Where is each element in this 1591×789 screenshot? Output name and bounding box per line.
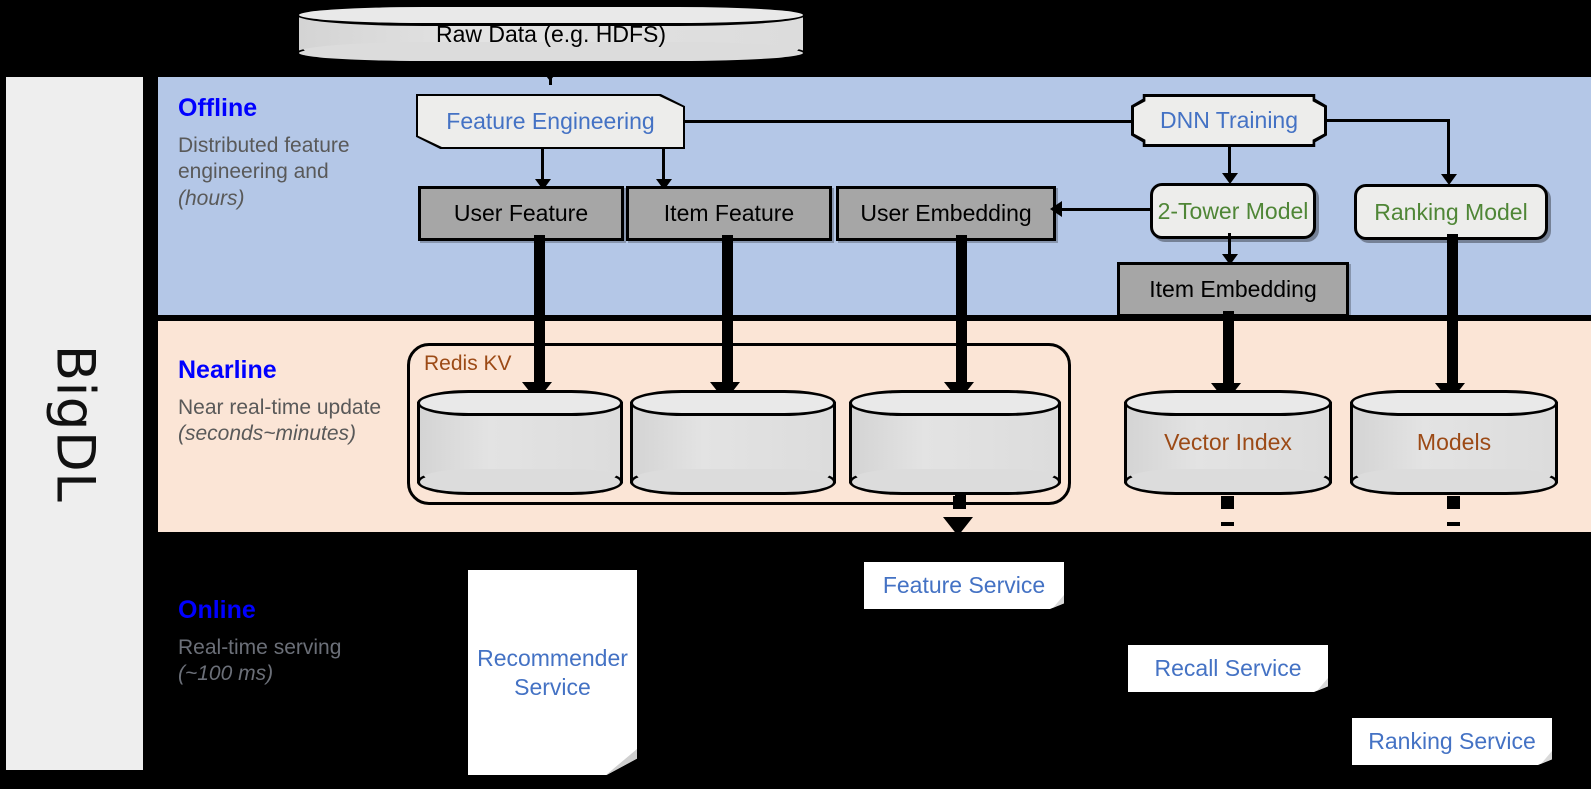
- pipe-itemfeature-store: [722, 235, 733, 390]
- online-caption: Online Real-time serving (~100 ms): [178, 596, 393, 689]
- redis-kv-label: Redis KV: [424, 352, 512, 375]
- vector-index-store[interactable]: Vector Index: [1124, 390, 1332, 495]
- store-user-feature[interactable]: [417, 390, 623, 495]
- ranking-model-box[interactable]: Ranking Model: [1354, 184, 1548, 240]
- online-description: Real-time serving (~100 ms): [178, 635, 393, 689]
- user-embedding-box[interactable]: User Embedding: [836, 186, 1056, 241]
- recommender-service-label: Recommender Service: [477, 644, 628, 700]
- store-user-embedding[interactable]: [849, 390, 1061, 495]
- models-label: Models: [1416, 429, 1492, 455]
- dashed-pipe-recallservice: [1221, 496, 1234, 526]
- item-embedding-box[interactable]: Item Embedding: [1117, 262, 1349, 317]
- arrowhead-featureservice: [943, 517, 973, 536]
- item-embedding-label: Item Embedding: [1149, 276, 1317, 302]
- two-tower-model-box[interactable]: 2-Tower Model: [1150, 183, 1316, 239]
- nearline-description: Near real-time update (seconds~minutes): [178, 395, 393, 449]
- ranking-model-label: Ranking Model: [1374, 198, 1528, 225]
- dashed-pipe-rankingservice: [1447, 496, 1460, 526]
- feature-engineering-label: Feature Engineering: [446, 108, 655, 134]
- arrowhead-featureeng-userfeature: [535, 179, 551, 190]
- offline-title: Offline: [178, 94, 258, 122]
- cylinder-top: [417, 390, 623, 416]
- connector-twotower-itemembedding: [1228, 233, 1231, 259]
- arrowhead-featureeng-itemfeature: [656, 179, 672, 190]
- connector-featureeng-dnn: [684, 120, 1139, 123]
- item-feature-box[interactable]: Item Feature: [626, 186, 832, 241]
- two-tower-model-label: 2-Tower Model: [1157, 197, 1309, 224]
- offline-description-text: Distributed feature engineering and: [178, 133, 350, 184]
- bigdl-sidebar: BigDL: [6, 77, 143, 770]
- online-description-emphasis: (~100 ms): [178, 662, 274, 686]
- online-title: Online: [178, 596, 256, 624]
- dnn-training-label: DNN Training: [1159, 107, 1299, 133]
- redis-kv-container: [407, 343, 1071, 505]
- store-user-embedding-label: [849, 390, 1061, 495]
- connector-featureeng-userfeature: [541, 149, 544, 181]
- user-feature-label: User Feature: [453, 200, 589, 226]
- ranking-service-label: Ranking Service: [1368, 728, 1536, 755]
- cylinder-top: [296, 4, 806, 26]
- store-user-feature-label: [417, 390, 623, 495]
- cylinder-bottom: [417, 469, 623, 495]
- feature-engineering-box[interactable]: Feature Engineering: [418, 96, 683, 147]
- item-feature-label: Item Feature: [663, 200, 795, 226]
- cylinder-bottom: [1350, 469, 1558, 495]
- user-feature-box[interactable]: User Feature: [418, 186, 624, 241]
- connector-twotower-userembedding: [1060, 208, 1152, 211]
- store-item-feature[interactable]: [630, 390, 836, 495]
- bigdl-sidebar-label: BigDL: [44, 344, 106, 503]
- arrowhead-dnn-twotower: [1222, 173, 1238, 184]
- pipe-userembedding-store: [956, 235, 967, 390]
- cylinder-top: [1350, 390, 1558, 416]
- pipe-itemembedding-vectorindex: [1223, 311, 1234, 391]
- recommender-service-box[interactable]: Recommender Service: [468, 570, 637, 775]
- recall-service-label: Recall Service: [1154, 655, 1302, 682]
- vector-index-label: Vector Index: [1164, 429, 1292, 455]
- cylinder-bottom: [1124, 469, 1332, 495]
- nearline-description-emphasis: (seconds~minutes): [178, 422, 356, 446]
- arrowhead-twotower-userembedding: [1050, 201, 1062, 217]
- connector-featureeng-itemfeature: [662, 149, 665, 181]
- user-embedding-label: User Embedding: [860, 200, 1032, 226]
- store-item-feature-label: [630, 390, 836, 495]
- offline-caption: Offline Distributed feature engineering …: [178, 94, 393, 214]
- cylinder-top: [849, 390, 1061, 416]
- online-description-text: Real-time serving: [178, 635, 342, 659]
- cylinder-top: [1124, 390, 1332, 416]
- connector-dnn-ranking-v: [1447, 119, 1450, 177]
- pipe-rankingmodel-models: [1447, 234, 1458, 391]
- ranking-service-box[interactable]: Ranking Service: [1352, 718, 1552, 765]
- cylinder-top: [630, 390, 836, 416]
- arrowhead-dnn-ranking: [1441, 174, 1457, 185]
- connector-dnn-ranking-h: [1327, 119, 1449, 122]
- dnn-training-box[interactable]: DNN Training: [1131, 94, 1327, 147]
- arrowhead-rawdata-featureeng: [535, 62, 565, 81]
- nearline-description-text: Near real-time update: [178, 395, 382, 419]
- dnn-training-inner: DNN Training: [1134, 97, 1324, 144]
- cylinder-bottom: [630, 469, 836, 495]
- feature-service-label: Feature Service: [882, 572, 1046, 599]
- recall-service-box[interactable]: Recall Service: [1128, 645, 1328, 692]
- nearline-caption: Nearline Near real-time update (seconds~…: [178, 356, 393, 449]
- arrowhead-twotower-itemembedding: [1222, 254, 1238, 265]
- offline-description-emphasis: (hours): [178, 187, 245, 211]
- nearline-title: Nearline: [178, 356, 277, 384]
- bigdl-sidebar-label-wrap: BigDL: [6, 77, 143, 770]
- raw-data-label: Raw Data (e.g. HDFS): [435, 20, 667, 47]
- connector-dnn-twotower: [1228, 147, 1231, 175]
- models-store[interactable]: Models: [1350, 390, 1558, 495]
- offline-description: Distributed feature engineering and (hou…: [178, 133, 393, 214]
- raw-data-store: Raw Data (e.g. HDFS): [296, 4, 806, 64]
- cylinder-bottom: [849, 469, 1061, 495]
- pipe-userfeature-store: [534, 235, 545, 390]
- feature-service-box[interactable]: Feature Service: [864, 562, 1064, 609]
